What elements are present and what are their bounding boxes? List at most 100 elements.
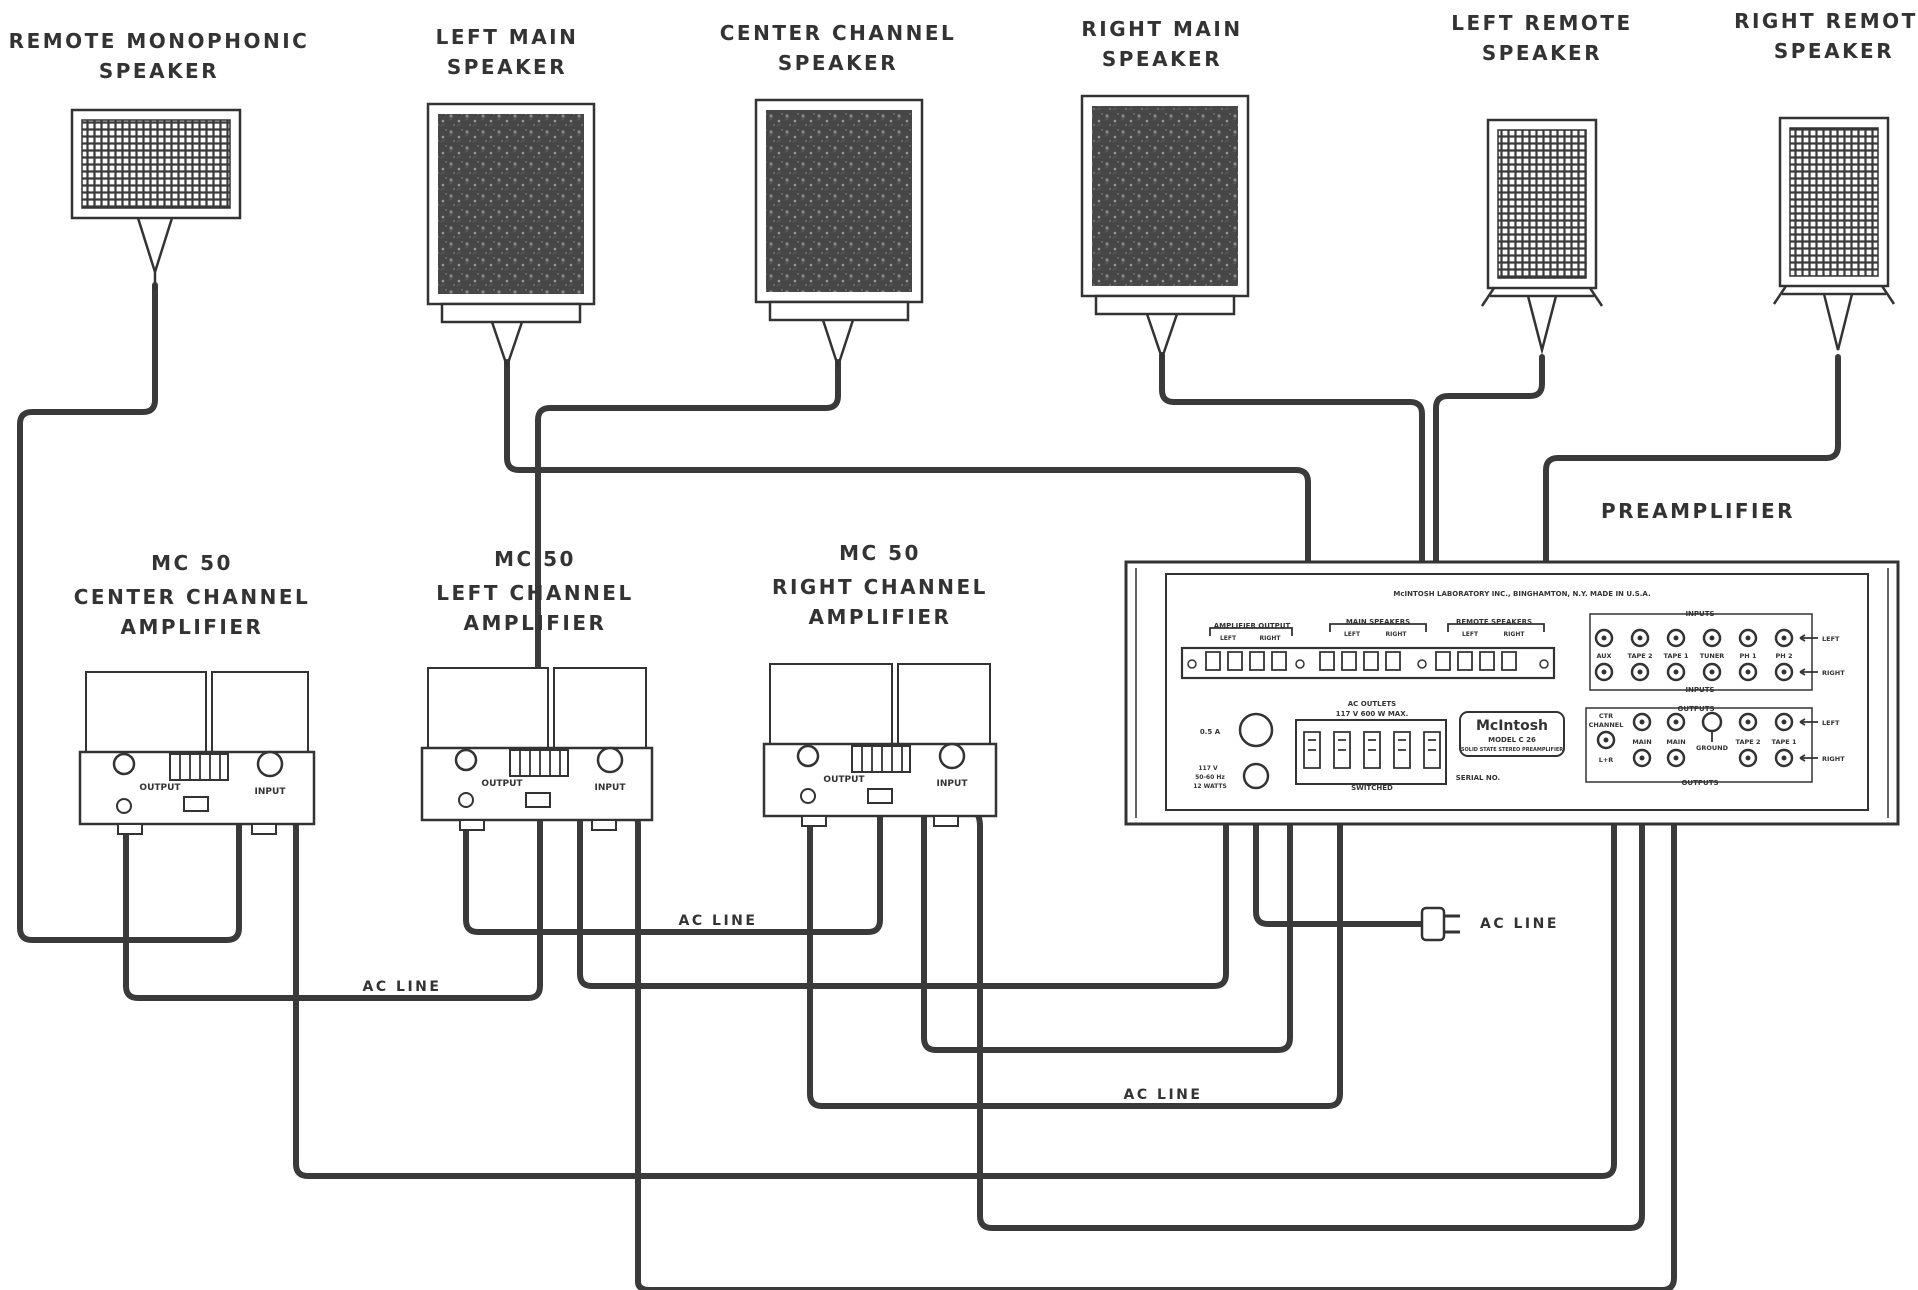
preamp-ground-label: GROUND	[1696, 744, 1729, 752]
preamp-tape1-left-jack-pin	[1781, 719, 1787, 725]
preamp-output-right-arrow-label: RIGHT	[1822, 755, 1845, 763]
preamp-power-rating-1: 117 V	[1198, 765, 1218, 772]
amp-left-input-jack	[596, 746, 624, 774]
speaker-right-remote-label-2: SPEAKER	[1774, 39, 1894, 63]
ac-line-label-preamp: AC LINE	[1480, 916, 1559, 932]
speaker-center-channel: CENTER CHANNEL SPEAKER	[720, 21, 957, 371]
preamp-main-right: RIGHT	[1386, 631, 1408, 638]
preamp-input-left-arrow-label: LEFT	[1822, 635, 1840, 643]
preamp-maker-line: McINTOSH LABORATORY INC., BINGHAMTON, N.…	[1393, 590, 1650, 598]
preamp-inputs-label-bottom: INPUTS	[1685, 686, 1714, 694]
preamp-out-left: LEFT	[1220, 635, 1237, 642]
preamp-input-aux: AUX	[1596, 652, 1611, 660]
amp-center-output-label: OUTPUT	[139, 783, 181, 793]
preamp-ac-outlets-label: AC OUTLETS	[1348, 700, 1396, 708]
preamp-strip-screw-4	[1539, 659, 1549, 669]
amp-right-label-2: RIGHT CHANNEL	[772, 575, 988, 599]
ac-line-label-center: AC LINE	[363, 979, 442, 995]
preamp-main-speakers-label: MAIN SPEAKERS	[1346, 618, 1410, 626]
preamp-ctr-channel-1: CTR	[1599, 712, 1613, 720]
speaker-right-remote-grille	[1789, 127, 1879, 277]
speaker-center-lead	[821, 319, 855, 371]
speaker-left-remote-stand	[1480, 287, 1604, 307]
amp-center-label-2: CENTER CHANNEL	[74, 585, 311, 609]
amp-right-foot-left	[801, 815, 827, 827]
ac-plug	[1420, 906, 1460, 942]
preamp-tape2-left-jack-pin	[1745, 719, 1751, 725]
speaker-center-label-1: CENTER CHANNEL	[720, 21, 957, 45]
preamp-inputs-label-top: INPUTS	[1685, 610, 1714, 618]
ac-plug-body	[1420, 906, 1446, 942]
preamp-power-cord-grommet	[1242, 762, 1270, 790]
amp-right-output-label: OUTPUT	[823, 775, 865, 785]
preamp-amp-output-label: AMPLIFIER OUTPUT	[1214, 622, 1291, 630]
preamp-output-brackets	[1209, 623, 1545, 636]
preamp-model: MODEL C 26	[1488, 736, 1536, 744]
speaker-left-remote: LEFT REMOTE SPEAKER	[1451, 11, 1632, 355]
amp-center-foot-right	[251, 823, 277, 835]
speaker-right-remote-stand	[1772, 285, 1896, 305]
speaker-right-main-label-1: RIGHT MAIN	[1081, 17, 1242, 41]
amplifier-left: MC 50 LEFT CHANNEL AMPLIFIER OUTPUT INPU…	[420, 547, 654, 831]
speaker-left-remote-lead	[1526, 295, 1558, 355]
speaker-left-main: LEFT MAIN SPEAKER	[426, 25, 596, 370]
preamp-input-tape1: TAPE 1	[1664, 652, 1689, 660]
preamp-input-arrows	[1799, 634, 1818, 676]
preamp-input-tape2: TAPE 2	[1628, 652, 1653, 660]
preamp-ctr-channel-jack-pin	[1603, 737, 1609, 743]
preamp-fuse-label: 0.5 A	[1200, 728, 1221, 736]
preamp-fuse-holder	[1238, 712, 1274, 748]
cable-right-amp-input	[949, 755, 1645, 1231]
speaker-remote-mono-lead	[136, 217, 174, 290]
preamp-tape2-right-jack-pin	[1745, 755, 1751, 761]
preamp-ctr-channel-2: CHANNEL	[1589, 721, 1624, 729]
ac-line-label-left: AC LINE	[679, 913, 758, 929]
cable-right-remote-speaker	[1543, 354, 1841, 695]
speaker-right-main: RIGHT MAIN SPEAKER	[1080, 17, 1250, 362]
preamp-model-desc: SOLID STATE STEREO PREAMPLIFIER	[1461, 747, 1563, 753]
preamp-out-tape1: TAPE 1	[1772, 738, 1797, 746]
amplifier-right: MC 50 RIGHT CHANNEL AMPLIFIER OUTPUT INP…	[762, 541, 998, 827]
amp-left-label-2: LEFT CHANNEL	[436, 581, 633, 605]
speaker-center-base	[768, 300, 910, 322]
amp-left-output-label: OUTPUT	[481, 779, 523, 789]
preamp-input-tuner: TUNER	[1700, 652, 1725, 660]
preamp-main2-right-jack-pin	[1673, 755, 1679, 761]
amp-center-input-label: INPUT	[255, 787, 287, 797]
amp-center-transformer-left	[85, 671, 207, 753]
preamp-ctr-sum: L+R	[1599, 756, 1614, 764]
amp-left-transformer-right	[553, 667, 647, 749]
preamp-strip-screw-3	[1417, 659, 1427, 669]
amp-left-transformer-left	[427, 667, 549, 749]
amp-right-power-cord	[800, 788, 816, 804]
amp-center-foot-left	[117, 823, 143, 835]
amp-center-label-3: AMPLIFIER	[121, 615, 264, 639]
preamp-remote-left: LEFT	[1462, 631, 1479, 638]
preamp-strip-screw-1	[1187, 659, 1197, 669]
preamp-input-jacks-right-row	[1594, 662, 1794, 682]
speaker-right-main-grille	[1092, 106, 1238, 286]
amp-center-power-cord	[116, 798, 132, 814]
speaker-left-main-label-1: LEFT MAIN	[436, 25, 579, 49]
preamp-main-left: LEFT	[1344, 631, 1361, 638]
amp-center-knob	[112, 752, 136, 776]
amp-left-knob	[454, 748, 478, 772]
preamp-main2-left-jack-pin	[1673, 719, 1679, 725]
preamp-input-jacks-left-row	[1594, 628, 1794, 648]
amp-center-terminals	[179, 754, 221, 780]
preamp-brand: McIntosh	[1476, 718, 1548, 734]
preamp-output-left-arrow-label: LEFT	[1822, 719, 1840, 727]
cable-left-amp-ac-line	[463, 787, 883, 935]
cable-center-amp-ac-line	[123, 802, 543, 1001]
preamp-main-label: MAIN	[1632, 738, 1651, 746]
amp-right-input-jack	[938, 742, 966, 770]
speaker-remote-mono-label-1: REMOTE MONOPHONIC	[9, 29, 310, 53]
amp-left-label-3: AMPLIFIER	[464, 611, 607, 635]
amp-left-terminals	[519, 750, 561, 776]
amp-center-ac-socket	[183, 796, 209, 812]
speaker-left-remote-label-1: LEFT REMOTE	[1451, 11, 1632, 35]
preamp-title: PREAMPLIFIER	[1601, 499, 1795, 523]
amp-left-label-1: MC 50	[494, 547, 576, 571]
preamp-outputs-label-top: OUTPUTS	[1677, 705, 1714, 713]
